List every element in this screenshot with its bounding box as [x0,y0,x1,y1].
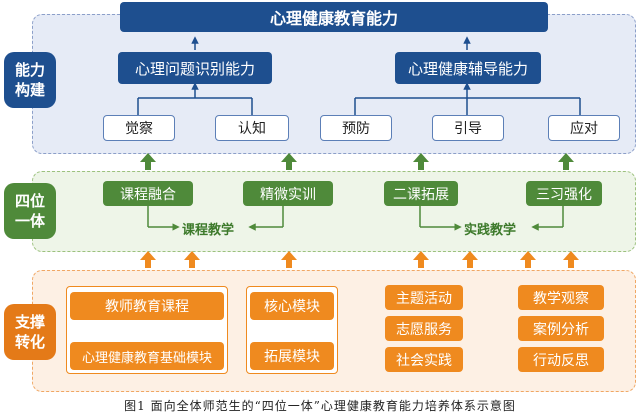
orange-arrow-7 [563,251,579,268]
course-integration-box: 课程融合 [103,181,193,206]
leaf-prevention: 预防 [320,115,392,141]
leaf-awareness: 觉察 [103,115,175,141]
theme-activity-box: 主题活动 [385,285,463,310]
volunteer-service-box: 志愿服务 [385,316,463,341]
leaf-cognition: 认知 [215,115,289,141]
green-arrow-4 [558,153,574,170]
side-label-four-in-one: 四位 一体 [4,183,56,239]
orange-up-arrows [140,251,579,268]
social-practice-box: 社会实践 [385,347,463,372]
course-teaching-label: 课程教学 [182,223,235,238]
leaf-guidance: 引导 [432,115,504,141]
practice-teaching-label: 实践教学 [464,223,517,238]
core-module-box: 核心模块 [250,292,334,320]
green-arrow-3 [413,153,429,170]
orange-arrow-4 [413,251,429,268]
extension-module-box: 拓展模块 [250,342,334,370]
connector-leaves-to-identify [137,82,253,115]
connector-course-teaching [147,206,284,231]
green-arrow-1 [140,153,156,170]
basic-module-box: 心理健康教育基础模块 [70,342,224,370]
orange-arrow-3 [281,251,297,268]
orange-arrow-1 [140,251,156,268]
teacher-education-course-box: 教师教育课程 [70,292,224,320]
identification-ability-box: 心理问题识别能力 [118,52,272,84]
guidance-ability-box: 心理健康辅导能力 [395,52,541,84]
green-arrow-2 [281,153,297,170]
side-label-support-transform: 支撑 转化 [4,304,56,360]
teaching-observation-box: 教学观察 [518,285,604,310]
figure-caption: 图1 面向全体师范生的“四位一体”心理健康教育能力培养体系示意图 [124,399,516,413]
connector-mid-to-title [191,36,471,50]
leaf-coping: 应对 [548,115,620,141]
orange-arrow-2 [184,251,200,268]
action-reflection-box: 行动反思 [518,347,604,372]
orange-arrow-5 [462,251,478,268]
three-practices-box: 三习强化 [526,181,602,206]
green-up-arrows [140,153,574,170]
case-analysis-box: 案例分析 [518,316,604,341]
orange-arrow-6 [520,251,536,268]
connector-leaves-to-guidance [354,82,581,115]
title-mental-health-ability: 心理健康教育能力 [120,2,548,32]
side-label-ability-building: 能力 构建 [4,52,56,108]
connector-practice-teaching [419,206,564,231]
micro-training-box: 精微实训 [243,181,333,206]
second-classroom-box: 二课拓展 [384,181,458,206]
